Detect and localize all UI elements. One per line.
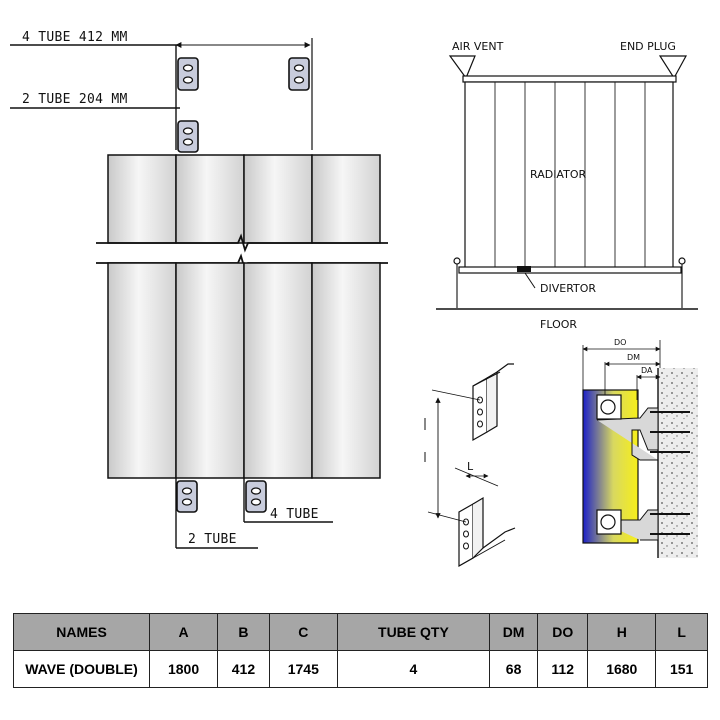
air-vent-icon <box>448 55 476 80</box>
label-dm: DM <box>627 353 640 362</box>
end-plug-icon <box>658 55 688 80</box>
specs-table: NAMES A B C TUBE QTY DM DO H L WAVE (DOU… <box>13 613 708 688</box>
cell-dm: 68 <box>488 650 539 688</box>
bracket-bottom-left <box>176 480 198 513</box>
specs-header-row: NAMES A B C TUBE QTY DM DO H L <box>13 613 708 651</box>
bracket-top-middle <box>177 120 199 153</box>
label-bottom-4-tube: 4 TUBE <box>270 507 319 522</box>
bracket-top-left <box>177 57 199 91</box>
label-divertor: DIVERTOR <box>540 282 596 295</box>
label-da: DA <box>641 366 653 375</box>
cell-a: 1800 <box>148 650 219 688</box>
table-row: WAVE (DOUBLE) 1800 412 1745 4 68 112 168… <box>13 650 708 688</box>
section-view: DO DM DA <box>582 338 698 558</box>
label-end-plug: END PLUG <box>620 40 676 53</box>
cell-l: 151 <box>655 650 708 688</box>
header-a: A <box>148 613 219 651</box>
front-view: 4 TUBE 412 MM 2 TUBE 204 MM <box>10 30 388 549</box>
header-h: H <box>587 613 657 651</box>
cell-b: 412 <box>217 650 270 688</box>
radiator-lower-section <box>107 262 381 479</box>
cell-do: 112 <box>537 650 589 688</box>
cell-h: 1680 <box>587 650 657 688</box>
bracket-bottom-right <box>245 480 267 513</box>
header-b: B <box>217 613 270 651</box>
radiator-upper-section <box>107 154 381 244</box>
header-dm: DM <box>488 613 539 651</box>
label-l: L <box>467 460 474 473</box>
divertor-block <box>517 266 531 272</box>
label-bottom-2-tube: 2 TUBE <box>188 532 237 547</box>
label-2-tube-204: 2 TUBE 204 MM <box>22 92 128 107</box>
header-l: L <box>655 613 708 651</box>
wall-hatch <box>658 368 698 558</box>
cell-tube-qty: 4 <box>336 650 490 688</box>
label-radiator: RADIATOR <box>530 168 586 181</box>
label-do: DO <box>614 338 626 347</box>
elevation-view: AIR VENT END PLUG RADIATOR DIVERTOR FLOO… <box>436 40 698 331</box>
label-air-vent: AIR VENT <box>452 40 504 53</box>
bracket-detail: L <box>424 363 516 568</box>
bracket-top-right <box>288 57 310 91</box>
header-tube-qty: TUBE QTY <box>336 613 490 651</box>
header-c: C <box>268 613 338 651</box>
header-do: DO <box>537 613 589 651</box>
label-floor: FLOOR <box>540 318 577 331</box>
label-4-tube-412: 4 TUBE 412 MM <box>22 30 128 45</box>
header-names: NAMES <box>13 613 150 651</box>
cell-name: WAVE (DOUBLE) <box>13 650 150 688</box>
cell-c: 1745 <box>268 650 338 688</box>
break-line-top <box>96 233 388 253</box>
